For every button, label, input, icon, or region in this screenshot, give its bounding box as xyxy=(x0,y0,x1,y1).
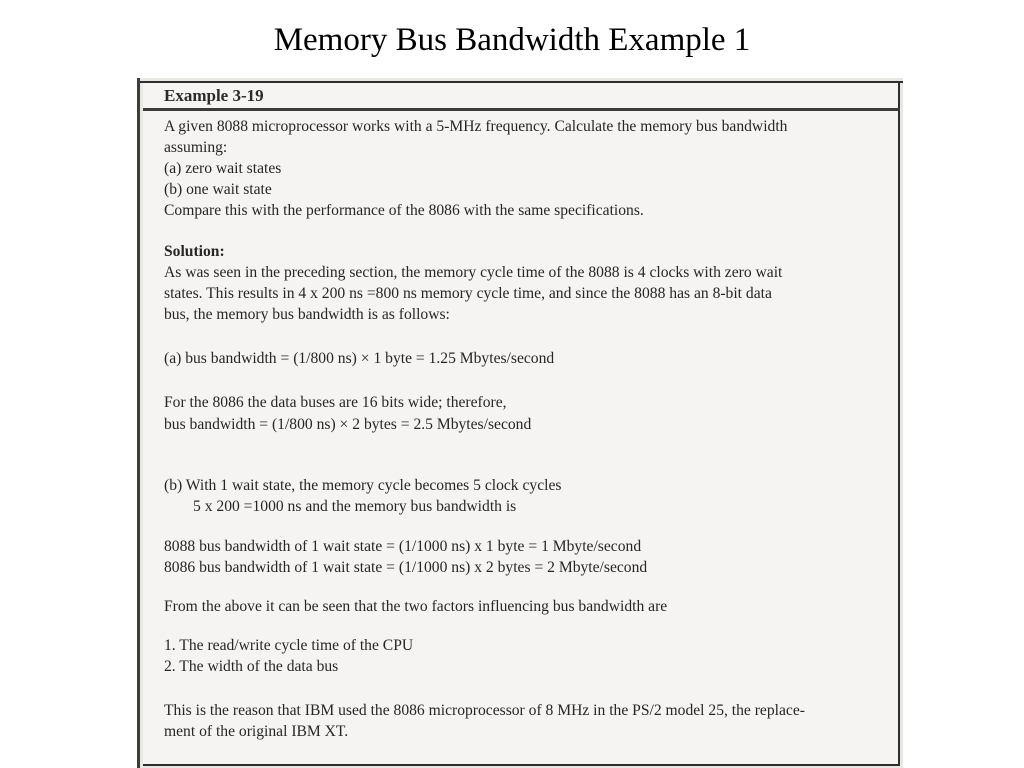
heading-rule xyxy=(143,108,900,111)
example-box: Example 3-19 A given 8088 microprocessor… xyxy=(143,83,900,766)
solution-line: bus, the memory bus bandwidth is as foll… xyxy=(164,306,450,323)
solution-line: states. This results in 4 x 200 ns =800 … xyxy=(164,285,772,302)
comparison-line: For the 8086 the data buses are 16 bits … xyxy=(164,394,507,411)
problem-line: (b) one wait state xyxy=(164,181,272,198)
part-b-line: 5 x 200 =1000 ns and the memory bus band… xyxy=(193,498,517,515)
conclusion-line: This is the reason that IBM used the 808… xyxy=(164,702,805,719)
scanned-textbook-excerpt: Example 3-19 A given 8088 microprocessor… xyxy=(137,78,903,768)
problem-line: A given 8088 microprocessor works with a… xyxy=(164,118,788,135)
solution-label: Solution: xyxy=(164,243,225,260)
part-b-line: (b) With 1 wait state, the memory cycle … xyxy=(164,477,562,494)
wait-state-result: 8086 bus bandwidth of 1 wait state = (1/… xyxy=(164,559,648,576)
problem-line: Compare this with the performance of the… xyxy=(164,202,644,219)
factor-item: 2. The width of the data bus xyxy=(164,658,339,675)
part-a-result: (a) bus bandwidth = (1/800 ns) × 1 byte … xyxy=(164,350,555,367)
slide-title: Memory Bus Bandwidth Example 1 xyxy=(273,22,751,58)
example-heading: Example 3-19 xyxy=(164,86,264,105)
comparison-line: bus bandwidth = (1/800 ns) × 2 bytes = 2… xyxy=(164,416,532,433)
conclusion-line: ment of the original IBM XT. xyxy=(164,723,349,740)
factors-intro: From the above it can be seen that the t… xyxy=(164,598,668,615)
top-rule xyxy=(140,81,903,83)
problem-line: (a) zero wait states xyxy=(164,160,282,177)
problem-line: assuming: xyxy=(164,139,228,156)
solution-line: As was seen in the preceding section, th… xyxy=(164,264,783,281)
factor-item: 1. The read/write cycle time of the CPU xyxy=(164,637,414,654)
wait-state-result: 8088 bus bandwidth of 1 wait state = (1/… xyxy=(164,538,642,555)
